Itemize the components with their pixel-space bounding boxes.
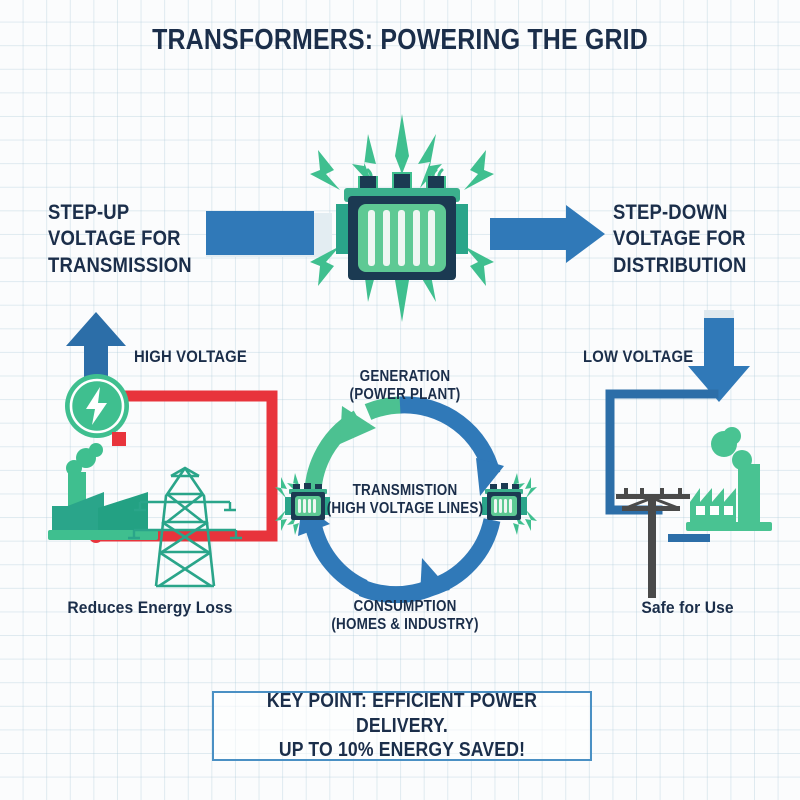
transmission-line2: (HIGH VOLTAGE LINES) bbox=[326, 500, 484, 518]
pole-service-drop bbox=[668, 534, 710, 542]
page-title: TRANSFORMERS: POWERING THE GRID bbox=[152, 24, 648, 56]
cycle-transformer-left bbox=[273, 471, 339, 537]
utility-pole-icon bbox=[612, 478, 720, 598]
step-up-heading-line1: STEP-UP bbox=[48, 201, 130, 224]
cycle-label-generation: GENERATION (POWER PLANT) bbox=[309, 368, 500, 405]
transformer-bushings bbox=[358, 172, 446, 190]
transformer-fins bbox=[368, 210, 435, 266]
cycle-arrowhead-transmission bbox=[476, 458, 504, 496]
pole-insulators bbox=[624, 488, 682, 495]
cycle-arc-return-blue bbox=[305, 525, 368, 596]
step-up-heading-line3: TRANSMISSION bbox=[48, 253, 192, 277]
reduces-energy-loss-label: Reduces Energy Loss bbox=[67, 598, 233, 617]
factory-icon-right bbox=[686, 422, 800, 540]
transmission-line1: TRANSMISTION bbox=[352, 482, 458, 499]
cycle-transformer-right bbox=[473, 471, 539, 537]
cycle-label-consumption: CONSUMPTION (HOMES & INDUSTRY) bbox=[305, 598, 505, 635]
step-down-heading: STEP-DOWN VOLTAGE FOR DISTRIBUTION bbox=[613, 200, 789, 279]
consumption-line2: (HOMES & INDUSTRY) bbox=[331, 616, 479, 634]
output-power-arrow bbox=[490, 205, 605, 263]
node-bushings-right bbox=[490, 483, 519, 490]
step-up-heading-line2: VOLTAGE FOR bbox=[48, 227, 181, 251]
pole-crossarm-bottom bbox=[622, 506, 680, 511]
key-point-line2: UP TO 10% ENERGY SAVED! bbox=[278, 739, 526, 762]
factory-smoke-right bbox=[711, 427, 752, 470]
factory-roof-a bbox=[52, 492, 104, 532]
factory-base-right bbox=[686, 522, 772, 531]
factory-icon bbox=[48, 436, 178, 566]
factory-smoke bbox=[66, 443, 103, 476]
lightning-bolts-upper bbox=[310, 114, 494, 190]
step-down-heading-line3: DISTRIBUTION bbox=[613, 253, 747, 277]
node-sparks-right bbox=[513, 473, 537, 535]
cycle-arrowhead-generation bbox=[340, 406, 376, 444]
node-sparks-left bbox=[275, 473, 299, 535]
factory-chimney-right bbox=[738, 464, 760, 524]
cycle-label-transmission: TRANSMISTION (HIGH VOLTAGE LINES) bbox=[309, 482, 500, 519]
generation-line2: (POWER PLANT) bbox=[349, 386, 461, 404]
step-up-heading: STEP-UP VOLTAGE FOR TRANSMISSION bbox=[48, 200, 215, 279]
pole-mast bbox=[648, 494, 656, 598]
input-power-bar bbox=[206, 211, 332, 259]
up-arrow-icon bbox=[66, 312, 126, 390]
bolt-badge-icon bbox=[64, 373, 130, 439]
generation-line1: GENERATION bbox=[359, 368, 451, 385]
down-arrow-icon bbox=[688, 310, 750, 402]
step-down-heading-line2: VOLTAGE FOR bbox=[613, 227, 746, 251]
power-cycle-diagram bbox=[280, 392, 530, 610]
low-voltage-label: LOW VOLTAGE bbox=[583, 348, 694, 366]
cycle-arc-transmission-blue bbox=[399, 396, 501, 477]
factory-roof-b bbox=[98, 492, 148, 532]
pole-crossarm-top bbox=[616, 494, 690, 499]
tower-insulators bbox=[128, 502, 242, 540]
consumption-line1: CONSUMPTION bbox=[353, 598, 457, 615]
factory-windows bbox=[696, 506, 733, 515]
key-point-text: KEY POINT: EFFICIENT POWER DELIVERY. UP … bbox=[237, 689, 568, 762]
red-marker-square bbox=[112, 432, 126, 446]
step-down-heading-line1: STEP-DOWN bbox=[613, 201, 728, 224]
transmission-tower-icon bbox=[126, 466, 244, 590]
safe-for-use-label: Safe for Use bbox=[641, 598, 734, 617]
node-bushings-left bbox=[293, 483, 322, 490]
key-point-box: KEY POINT: EFFICIENT POWER DELIVERY. UP … bbox=[212, 689, 592, 762]
key-point-line1: KEY POINT: EFFICIENT POWER DELIVERY. bbox=[266, 690, 538, 737]
high-voltage-label: HIGH VOLTAGE bbox=[134, 348, 247, 366]
main-transformer-icon bbox=[296, 112, 508, 324]
